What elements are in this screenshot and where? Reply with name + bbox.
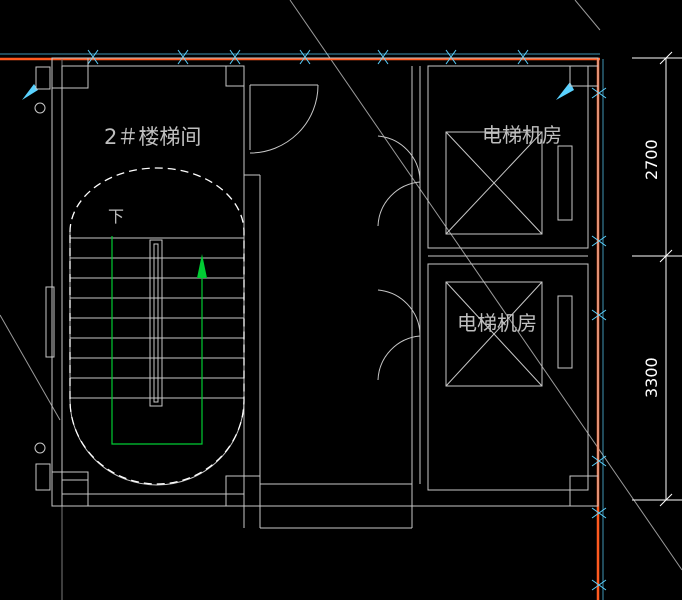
machine-room-2-wall [427, 263, 589, 491]
stair-door [249, 84, 319, 154]
column [51, 471, 89, 507]
corner-arrow-icon [556, 82, 574, 100]
walk-line [111, 236, 203, 445]
machine-room-equipment [445, 131, 573, 387]
axis-cross [591, 309, 607, 321]
column [225, 475, 261, 507]
stair-direction-arrow [111, 236, 207, 445]
column [569, 65, 599, 87]
diagonal-guide-lines [0, 0, 682, 571]
axis-cross [591, 507, 607, 519]
stair-handrail [149, 239, 163, 407]
machine-base-diagonal [445, 131, 543, 235]
axis-cross [517, 49, 529, 65]
dimension-tick [659, 493, 673, 507]
axis-cross [445, 49, 457, 65]
axis-cross [591, 87, 607, 99]
machine-base [445, 131, 543, 235]
axis-cross [591, 579, 607, 591]
machine-room-1-label: 电梯机房 [482, 123, 562, 147]
axis-cross [591, 455, 607, 467]
stair-flight [69, 232, 245, 486]
axis-cross [377, 49, 389, 65]
drain-icon [34, 442, 46, 454]
window [45, 286, 55, 358]
axis-cross [229, 49, 241, 65]
stair-down-label: 下 [108, 207, 124, 226]
diagonal-guide-line [289, 0, 682, 571]
dimension [632, 51, 682, 507]
pipe-box [35, 66, 51, 90]
dimension-label-3300: 3300 [642, 357, 661, 398]
machine-room-2-label: 电梯机房 [457, 311, 537, 335]
doors [249, 84, 421, 381]
arrow-up-icon [197, 254, 207, 278]
diagonal-guide-line [0, 314, 61, 421]
axis-cross [87, 49, 99, 65]
machine-room-1-wall [427, 65, 589, 249]
outer-wall [51, 57, 599, 507]
pipe-box [35, 463, 51, 491]
elevator-door [377, 289, 421, 381]
dimension-label-2700: 2700 [642, 139, 661, 180]
column [569, 475, 599, 507]
control-cabinet [557, 295, 573, 369]
elevator-door [377, 135, 421, 227]
stair-title-label: 2＃楼梯间 [104, 125, 201, 149]
column [51, 57, 89, 89]
axis-cross [177, 49, 189, 65]
control-cabinet [557, 145, 573, 221]
machine-base [445, 281, 543, 387]
dimension-tick [659, 51, 673, 65]
dimension-tick [659, 249, 673, 263]
axis-cross [299, 49, 311, 65]
axis-crosses [87, 49, 607, 591]
diagonal-guide-line [574, 0, 601, 31]
corner-arrow-icon [22, 84, 38, 100]
landing-dashed-outline [69, 167, 245, 485]
drain-icon [34, 102, 46, 114]
column [225, 65, 245, 87]
machine-base-diagonal [445, 281, 543, 387]
stair-handrail-inner [153, 243, 159, 403]
axis-cross [591, 235, 607, 247]
